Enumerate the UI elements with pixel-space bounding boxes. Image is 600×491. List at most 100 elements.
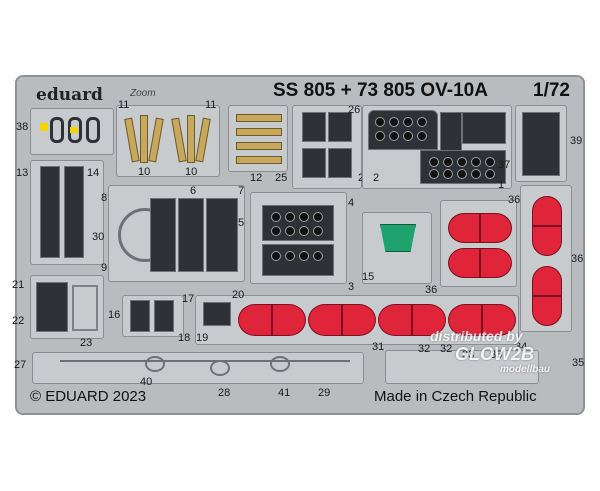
- pedal-ring: [270, 356, 290, 372]
- part-number: 28: [218, 387, 231, 399]
- red-seal-left: [308, 304, 342, 336]
- part-number: 33: [462, 349, 475, 361]
- part-number: 37: [498, 159, 511, 171]
- lap-belt: [236, 156, 282, 164]
- eduard-logo: eduard: [36, 85, 103, 105]
- panel-block: [462, 112, 506, 144]
- red-seal-top: [532, 266, 562, 296]
- copyright-text: © EDUARD 2023: [30, 388, 147, 405]
- part-number: 15: [362, 271, 375, 283]
- part-number: 19: [196, 332, 209, 344]
- seatbelt-strap: [140, 115, 148, 163]
- side-console: [302, 112, 326, 142]
- part-number: 8: [101, 192, 108, 204]
- red-seal-bottom: [532, 226, 562, 256]
- part-number: 21: [12, 279, 25, 291]
- instrument-panel-4: [262, 205, 334, 241]
- red-seal-left: [238, 304, 272, 336]
- origin-text: Made in Czech Republic: [374, 388, 537, 405]
- lap-belt: [236, 142, 282, 150]
- red-seal-bottom: [532, 296, 562, 326]
- red-seal-right: [412, 304, 446, 336]
- console-panel-7: [206, 198, 238, 272]
- part-number: 36: [508, 194, 521, 206]
- part-number: 36: [571, 253, 584, 265]
- part-number: 14: [87, 167, 100, 179]
- part-number: 10: [185, 166, 198, 178]
- panel-16b: [154, 300, 174, 332]
- seatbelt-strap: [187, 115, 195, 163]
- small-panel-20: [203, 302, 231, 326]
- side-console-13: [40, 166, 60, 258]
- rod-wire: [60, 360, 350, 362]
- part-number: 4: [348, 197, 355, 209]
- frame-rudder-pedals: [32, 352, 364, 384]
- green-panel-15: [380, 224, 416, 252]
- part-number: 20: [232, 289, 245, 301]
- part-number: 10: [138, 166, 151, 178]
- instrument-panel-lower: [420, 150, 506, 184]
- distributor-watermark-logo: GLOW2B: [455, 344, 534, 364]
- part-number: 17: [182, 293, 195, 305]
- red-seal-right: [480, 248, 512, 278]
- set-title: SS 805 + 73 805 OV-10A: [273, 80, 488, 101]
- lap-belt: [236, 114, 282, 122]
- part-number: 32: [440, 343, 453, 355]
- zoom-logo: Zoom: [130, 88, 156, 99]
- part-number: 34: [515, 341, 528, 353]
- instrument-panel-3: [262, 244, 334, 276]
- side-console: [328, 148, 352, 178]
- side-console-14: [64, 166, 84, 258]
- console-panel-5: [178, 198, 204, 272]
- part-number: 3: [348, 281, 355, 293]
- side-console: [328, 112, 352, 142]
- part-number: 1: [498, 179, 505, 191]
- harness-buckles-38: [40, 115, 102, 145]
- part-number: 29: [318, 387, 331, 399]
- part-number: 2: [373, 172, 380, 184]
- part-number: 11: [118, 99, 130, 111]
- part-number: 33: [490, 349, 503, 361]
- panel-21: [36, 282, 68, 332]
- panel-16a: [130, 300, 150, 332]
- part-number: 6: [190, 185, 197, 197]
- part-number: 23: [80, 337, 93, 349]
- part-number: 9: [101, 262, 108, 274]
- red-seal-left: [448, 248, 480, 278]
- part-number: 38: [16, 121, 29, 133]
- red-seal-left: [448, 213, 480, 243]
- red-seal-left: [378, 304, 412, 336]
- part-number: 13: [16, 167, 29, 179]
- part-number: 25: [275, 172, 288, 184]
- pedal-ring: [210, 360, 230, 376]
- part-number: 11: [205, 99, 217, 111]
- pedal-ring: [145, 356, 165, 372]
- part-number: 40: [140, 376, 153, 388]
- part-number: 27: [14, 359, 27, 371]
- red-seal-top: [532, 196, 562, 226]
- red-seal-right: [480, 213, 512, 243]
- bracket-22: [72, 285, 98, 331]
- red-seal-right: [482, 304, 516, 336]
- red-seal-right: [272, 304, 306, 336]
- part-number: 31: [372, 341, 385, 353]
- part-number: 26: [348, 104, 361, 116]
- part-number: 7: [238, 185, 245, 197]
- red-seal-left: [448, 304, 482, 336]
- lap-belt: [236, 128, 282, 136]
- part-number: 5: [238, 217, 245, 229]
- distributor-watermark-line3: modellbau: [500, 364, 551, 375]
- part-number: 12: [250, 172, 263, 184]
- distributor-watermark-line1: distributed by: [430, 328, 523, 344]
- frame-small-parts-31-35: [385, 350, 539, 384]
- switch-panel-39: [522, 112, 560, 176]
- side-console: [302, 148, 326, 178]
- instrument-panel-upper: [368, 110, 438, 150]
- part-number: 39: [570, 135, 583, 147]
- part-number: 22: [12, 315, 25, 327]
- part-number: 35: [572, 357, 585, 369]
- scale-label: 1/72: [533, 80, 570, 101]
- part-number: 16: [108, 309, 121, 321]
- part-number: 32: [418, 343, 431, 355]
- part-number: 36: [425, 284, 438, 296]
